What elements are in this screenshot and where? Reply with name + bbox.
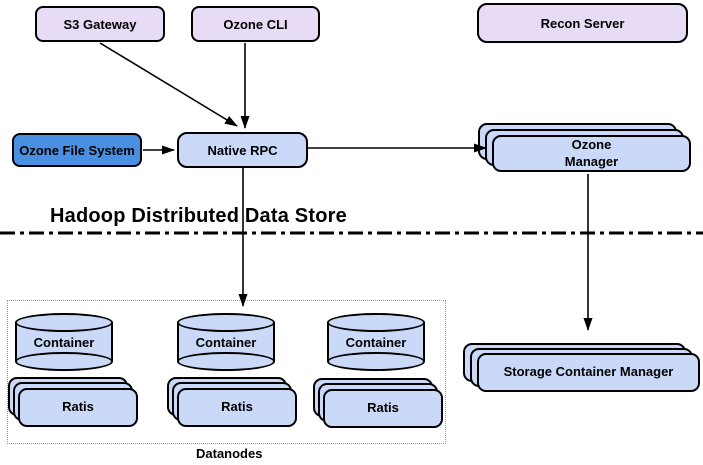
node-ozone-file-system: Ozone File System (12, 133, 142, 167)
datanode-2-container-cylinder: Container (177, 313, 275, 371)
datanode-3-ratis-stack: Ratis (313, 378, 443, 428)
node-s3-gateway-label: S3 Gateway (63, 16, 137, 32)
node-native-rpc-label: Native RPC (207, 142, 278, 158)
node-ozone-manager-stack: Ozone Manager (478, 123, 691, 172)
node-s3-gateway: S3 Gateway (35, 6, 165, 42)
node-ozone-manager: Ozone Manager (492, 135, 691, 172)
datanode-1-ratis-label: Ratis (62, 399, 94, 415)
datanode-1-ratis: Ratis (18, 388, 138, 427)
node-recon-server-label: Recon Server (540, 15, 625, 31)
datanodes-label: Datanodes (196, 446, 263, 461)
datanode-1-container-label: Container (33, 334, 95, 350)
node-recon-server: Recon Server (477, 3, 688, 43)
node-storage-container-manager: Storage Container Manager (477, 353, 700, 392)
datanode-2-ratis: Ratis (177, 388, 297, 427)
datanode-1-container-cylinder: Container (15, 313, 113, 371)
datanode-2-container-label: Container (195, 334, 257, 350)
node-ozone-manager-label-line1: Ozone (571, 137, 612, 153)
cylinder-top (177, 313, 275, 332)
cylinder-bottom (177, 352, 275, 371)
cylinder-top (327, 313, 425, 332)
datanode-1-ratis-stack: Ratis (8, 377, 138, 427)
cylinder-bottom (327, 352, 425, 371)
cylinder-top (15, 313, 113, 332)
node-storage-container-manager-stack: Storage Container Manager (463, 343, 700, 392)
divider-title: Hadoop Distributed Data Store (50, 205, 347, 227)
datanode-3-container-label: Container (345, 334, 407, 350)
datanode-3-ratis-label: Ratis (367, 400, 399, 416)
cylinder-bottom (15, 352, 113, 371)
datanode-2-ratis-stack: Ratis (167, 377, 297, 427)
node-ozone-manager-label-line2: Manager (564, 153, 619, 169)
datanodes-region (7, 300, 446, 444)
node-ozone-file-system-label: Ozone File System (19, 142, 135, 158)
node-native-rpc: Native RPC (177, 132, 308, 168)
node-ozone-cli-label: Ozone CLI (223, 16, 288, 32)
datanode-3-ratis: Ratis (323, 389, 443, 428)
datanode-3-container-cylinder: Container (327, 313, 425, 371)
datanode-2-ratis-label: Ratis (221, 399, 253, 415)
node-ozone-cli: Ozone CLI (191, 6, 320, 42)
arrow-s3-gateway-to-native-rpc (99, 42, 238, 127)
node-storage-container-manager-label: Storage Container Manager (503, 364, 674, 380)
